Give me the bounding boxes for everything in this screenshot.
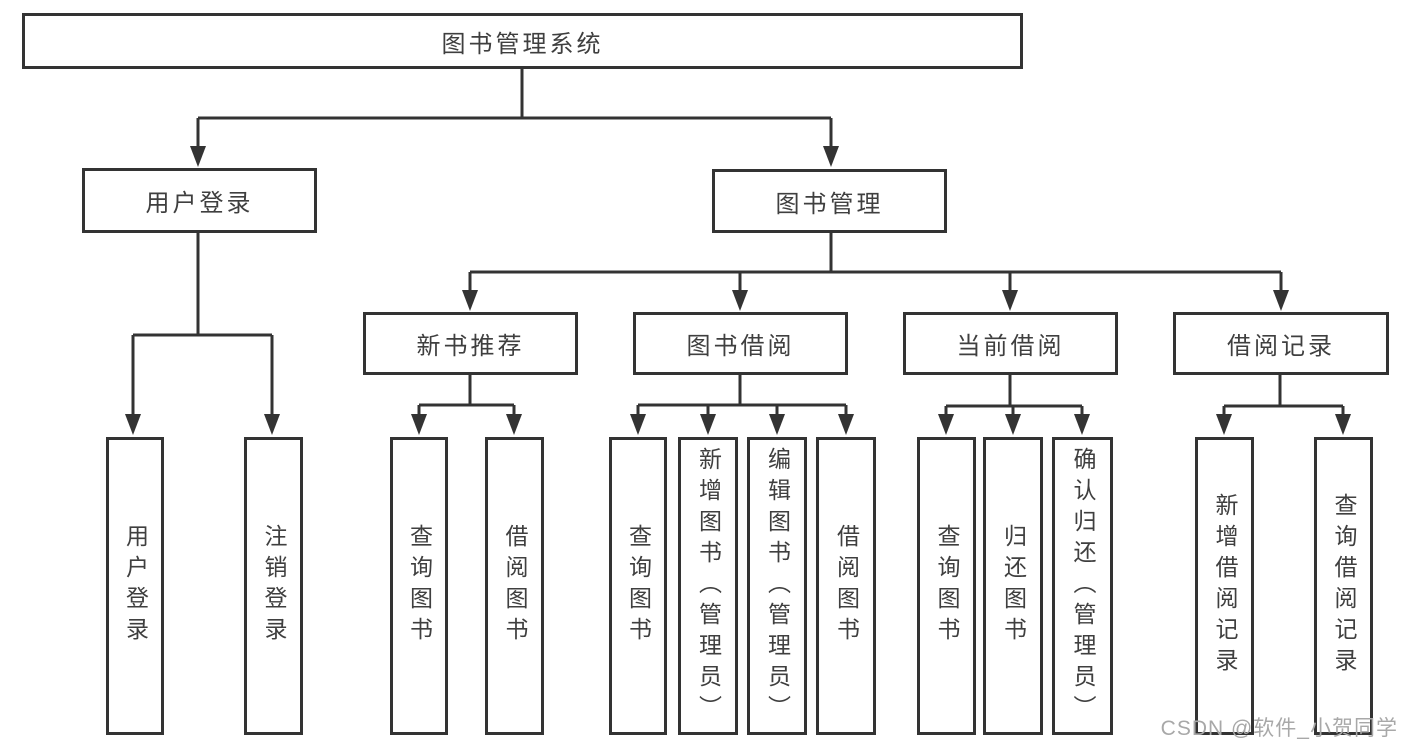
node-label: 当前借阅 [956,333,1065,360]
leaf-label: 用户登录 [122,524,149,648]
leaf-borrow-book: 借阅图书 [485,437,544,735]
leaf-label: 借阅图书 [833,524,860,648]
node-label: 图书管理 [775,190,884,218]
node-label: 图书管理系统 [441,30,604,58]
node-label: 新书推荐 [416,333,525,360]
leaf-confirm-return-admin: 确认归还（管理员） [1052,437,1113,735]
leaf-edit-book-admin: 编辑图书（管理员） [747,437,807,735]
leaf-return-book: 归还图书 [983,437,1043,735]
leaf-add-borrow-record: 新增借阅记录 [1195,437,1254,735]
leaf-label: 查询图书 [625,524,652,648]
leaf-label: 查询图书 [934,524,960,648]
leaf-label: 借阅图书 [502,524,528,648]
node-label: 借阅记录 [1227,333,1335,360]
leaf-label: 注销登录 [261,524,287,648]
node-user-login: 用户登录 [82,168,317,233]
leaf-label: 编辑图书（管理员） [764,446,791,726]
node-new-book-recommend: 新书推荐 [363,312,578,375]
leaf-query-book: 查询图书 [609,437,667,735]
leaf-label: 归还图书 [1000,524,1027,648]
leaf-label: 查询图书 [406,524,433,648]
node-current-borrow: 当前借阅 [903,312,1118,375]
leaf-query-book: 查询图书 [917,437,976,735]
node-borrow-record: 借阅记录 [1173,312,1389,375]
leaf-label: 新增图书（管理员） [695,446,722,726]
csdn-watermark: CSDN @软件_小贺同学 [1160,717,1398,740]
leaf-label: 确认归还（管理员） [1070,446,1096,726]
node-label: 图书借阅 [686,333,795,360]
node-book-borrow: 图书借阅 [633,312,848,375]
leaf-add-book-admin: 新增图书（管理员） [678,437,738,735]
leaf-borrow-book: 借阅图书 [816,437,876,735]
node-label: 用户登录 [145,190,254,217]
arrow-heads [125,146,1351,435]
leaf-logout-login: 注销登录 [244,437,303,735]
leaf-user-login: 用户登录 [106,437,164,735]
node-book-management: 图书管理 [712,169,947,233]
leaf-query-book: 查询图书 [390,437,448,735]
tree-edges [131,69,1345,418]
leaf-query-borrow-record: 查询借阅记录 [1314,437,1373,735]
leaf-label: 新增借阅记录 [1212,493,1238,679]
leaf-label: 查询借阅记录 [1331,493,1357,679]
node-library-management-system: 图书管理系统 [22,13,1023,69]
